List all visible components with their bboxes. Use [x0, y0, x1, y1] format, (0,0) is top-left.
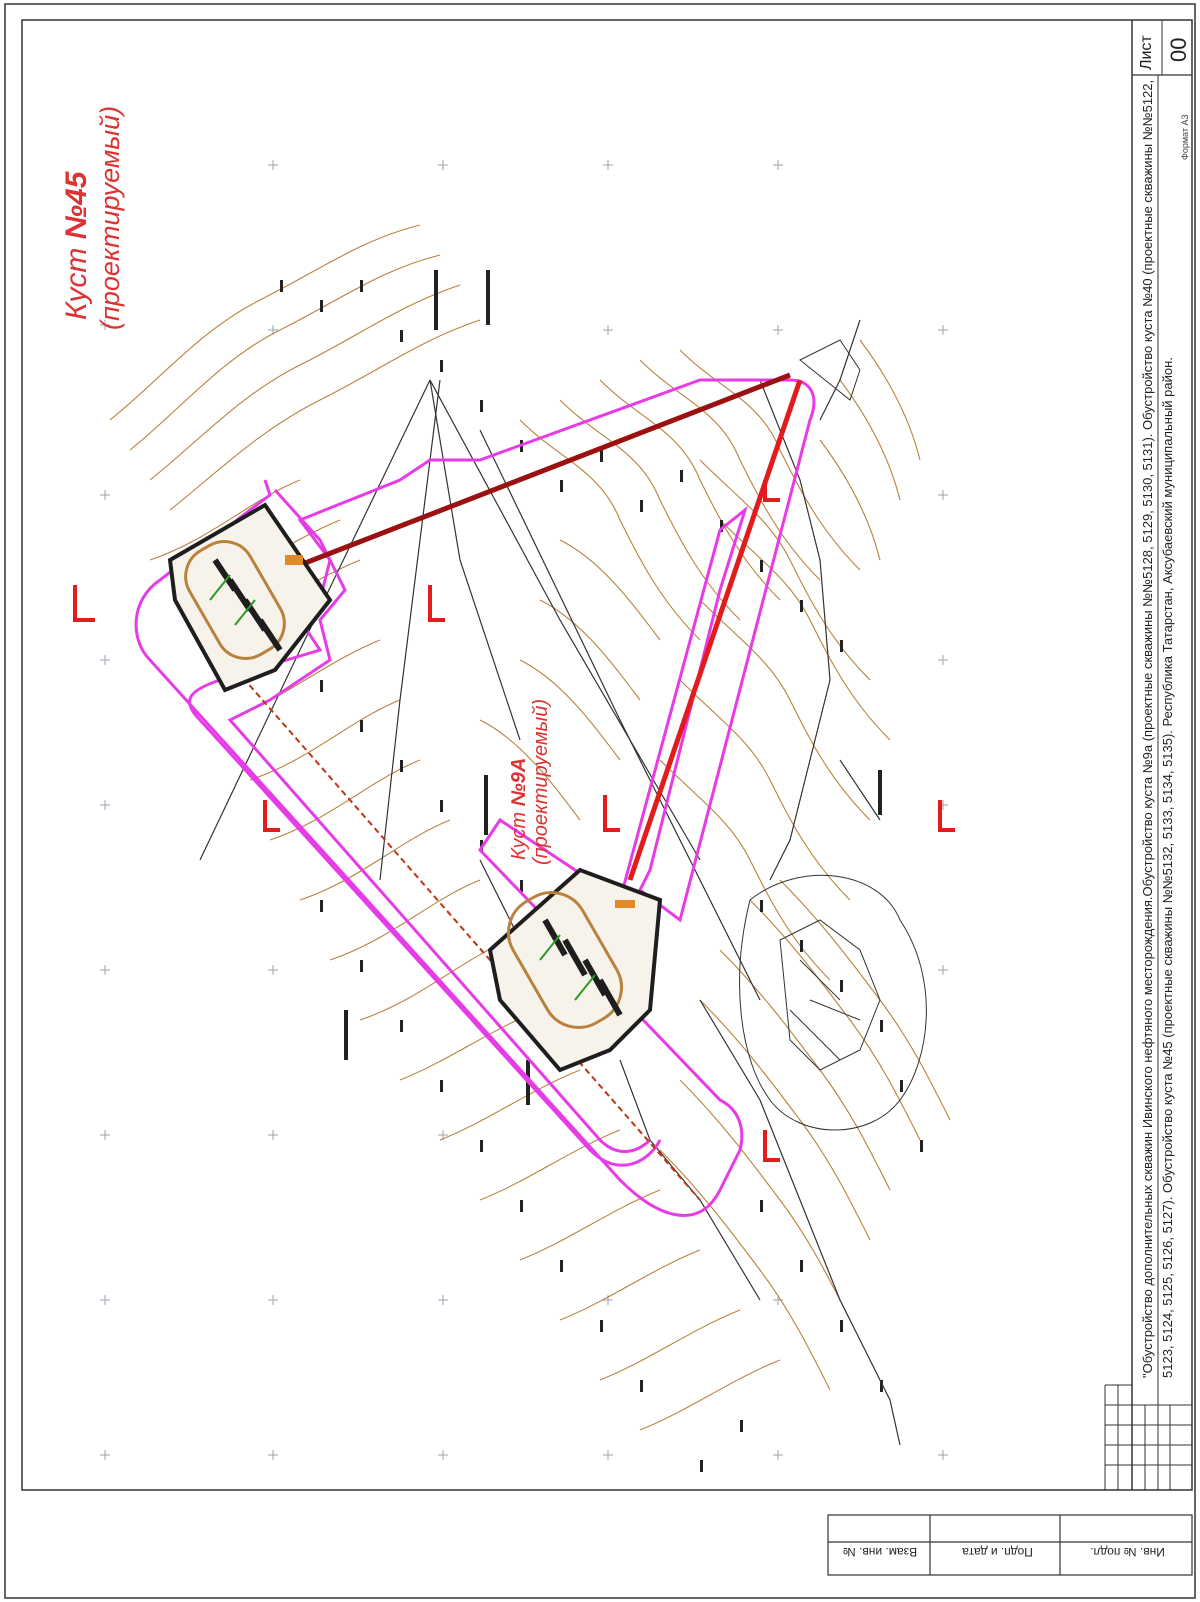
pipeline-cluster9a — [627, 379, 803, 881]
grid-crosses — [100, 160, 948, 1460]
pipeline-cluster45 — [299, 372, 791, 568]
cluster9a-number: №9А — [508, 757, 530, 807]
stamp-inv-number: Инв. № подл. — [1090, 1545, 1165, 1559]
title-line-1: "Обустройство дополнительных скважин Иви… — [1140, 79, 1155, 1378]
pipeline-link — [209, 639, 701, 1201]
format-label: Формат А3 — [1180, 114, 1190, 160]
land-allotment-boundary-inner — [227, 488, 652, 1154]
revision-table — [1104, 1384, 1192, 1490]
cluster45-number: №45 — [60, 171, 93, 240]
title-line-2: 5123, 5124, 5125, 5126, 5127). Обустройс… — [1160, 357, 1175, 1378]
cluster45-word: Куст — [60, 247, 93, 320]
cluster45-status: (проектируемый) — [95, 105, 125, 330]
land-allotment-boundary — [134, 378, 816, 1217]
cluster45-label: Куст №45 — [60, 172, 94, 320]
outer-frame — [4, 3, 1196, 1599]
settlement-area — [739, 339, 927, 1131]
stamp-table — [827, 1514, 1193, 1576]
stamp-replace-inv: Взам. инв. № — [842, 1545, 918, 1559]
cluster45-pad — [167, 502, 333, 693]
cluster9a-pad — [487, 867, 663, 1073]
cluster9a-status: (проектируемый) — [530, 698, 552, 865]
corner-markers — [73, 480, 955, 1162]
cluster9a-word: Куст — [508, 811, 530, 860]
existing-lines — [199, 319, 901, 1446]
stamp-sign-date: Подп. и дата — [962, 1545, 1033, 1559]
inner-frame — [21, 19, 1193, 1491]
cluster9a-label: Куст №9А — [508, 758, 531, 860]
sheet-label: Лист — [1138, 35, 1155, 70]
sheet-number: 00 — [1166, 37, 1191, 62]
